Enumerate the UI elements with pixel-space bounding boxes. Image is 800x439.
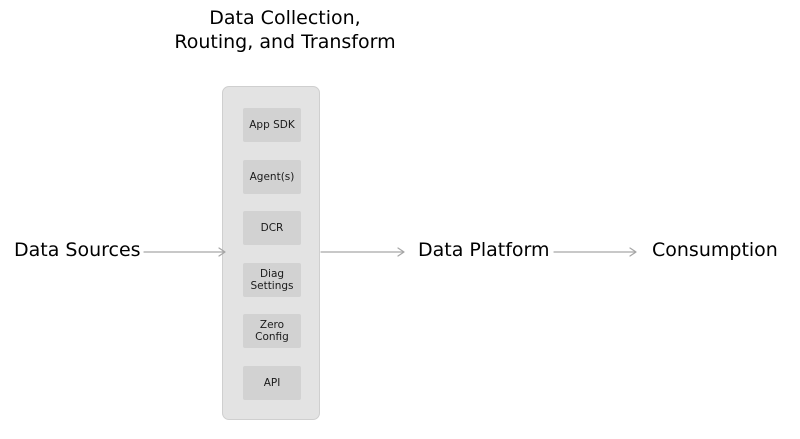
method-label: Zero [259,319,285,331]
method-box-zero-config: Zero Config [243,314,301,348]
method-box-api: API [243,366,301,400]
method-box-diag-settings: Diag Settings [243,263,301,297]
data-sources-label: Data Sources [14,239,141,261]
method-box-app-sdk: App SDK [243,108,301,142]
method-label: Agent(s) [249,171,295,183]
method-label: DCR [260,222,284,234]
method-label-line-2: Config [255,331,289,343]
method-box-dcr: DCR [243,211,301,245]
arrow-platform-to-consumption [553,247,637,257]
method-label-line-2: Settings [250,280,294,292]
diagram-title: Data Collection, Routing, and Transform [140,6,430,54]
arrow-collection-to-platform [320,247,405,257]
title-line-1: Data Collection, [209,7,361,29]
arrow-sources-to-collection [143,247,226,257]
method-box-agents: Agent(s) [243,160,301,194]
data-platform-label: Data Platform [418,239,550,261]
consumption-label: Consumption [652,239,778,261]
method-label: API [263,377,281,389]
method-label: Diag [259,268,285,280]
method-label: App SDK [249,119,295,131]
arrow-head [629,247,637,257]
arrow-group [143,247,637,257]
title-line-2: Routing, and Transform [174,31,396,53]
arrow-head [397,247,405,257]
